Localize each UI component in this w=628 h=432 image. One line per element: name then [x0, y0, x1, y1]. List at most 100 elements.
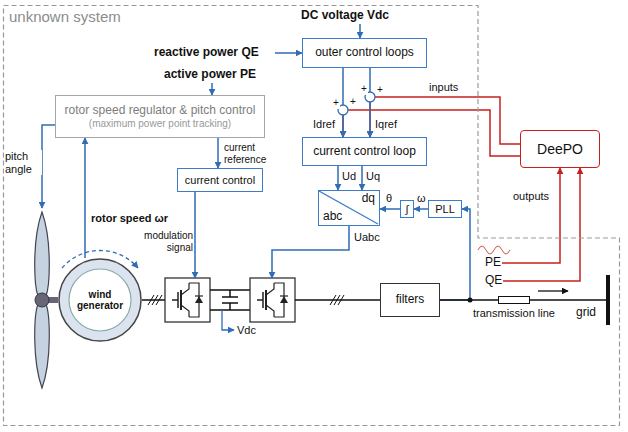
dc-link-wire [210, 290, 250, 310]
input-label: DC voltage Vdc [300, 9, 390, 23]
signal-arrow [380, 208, 400, 210]
signal-label: Vdc [236, 324, 257, 337]
converter-symbol [250, 278, 295, 322]
transistor-leads [266, 283, 284, 317]
tap-dot [468, 298, 473, 303]
input-label: reactive power QE [153, 46, 260, 60]
controller-block: DeePO [520, 130, 600, 168]
transistor-gate [172, 292, 178, 308]
signal-arrow [272, 226, 349, 278]
phase-marks [148, 295, 162, 305]
signal-arrow [342, 68, 344, 137]
pll-block: PLL [428, 200, 462, 218]
sign-label: + [349, 96, 357, 108]
input-arrow [275, 52, 302, 54]
signal-arrow [440, 209, 470, 300]
diode-bar [195, 295, 203, 296]
signal-label: pitch angle [4, 150, 42, 175]
input-arrow [359, 24, 361, 38]
transistor-gate [257, 292, 263, 308]
node-label: outer control loops [315, 46, 414, 60]
line-symbol: transmission line [473, 296, 555, 320]
signal-arrow [194, 192, 196, 278]
node-label: rotor speed regulator & pitch control [65, 104, 256, 118]
phase-marks [330, 295, 344, 305]
output-label: QE [484, 274, 503, 288]
region-title: unknown system [9, 8, 121, 25]
regulator-block: rotor speed regulator & pitch control(ma… [55, 95, 265, 138]
power-wire [142, 299, 165, 301]
node-label: PLL [435, 203, 455, 216]
signal-label: Iqref [374, 118, 398, 131]
output-arrow [502, 168, 560, 263]
generator-text-area: wind generator [58, 258, 142, 342]
rotor-disc [69, 269, 131, 331]
signal-label: rotor speed ωr [90, 212, 169, 225]
input-label: active power PE [163, 68, 257, 82]
transform-block: dq abc [318, 190, 380, 226]
transistor-channel [180, 290, 182, 310]
signal-label: current reference [223, 142, 285, 165]
signal-label: Uq [365, 170, 381, 183]
output-arrow [502, 168, 580, 281]
integrator-block: ∫ [400, 200, 414, 218]
control-block: outer control loops [302, 38, 427, 68]
measurement-arrow [222, 310, 234, 330]
filter-block: filters [380, 283, 440, 317]
signal-label: outputs [512, 190, 550, 203]
input-arrow [211, 83, 213, 95]
node-label: wind generator [72, 289, 128, 312]
signal-label: inputs [428, 81, 459, 94]
signal-label: Uabc [353, 231, 381, 244]
node-label: transmission line [473, 307, 555, 320]
power-flow-arrow [538, 290, 568, 291]
diode-symbol [195, 296, 203, 303]
transistor-channel [265, 290, 267, 310]
signal-label: θ [385, 192, 393, 205]
output-label: PE [484, 256, 502, 270]
node-label: DeePO [537, 141, 583, 157]
signal-arrow [84, 138, 86, 258]
dashed-boundary [4, 6, 620, 426]
turbine-hub [35, 293, 49, 307]
converter-box [165, 278, 210, 322]
signal-label: Ud [341, 170, 357, 183]
node-label: current control [185, 174, 255, 187]
capacitor-symbol [222, 290, 238, 310]
node-label: grid [576, 306, 596, 320]
diagonal-line [319, 191, 378, 224]
node-label: filters [396, 293, 425, 307]
line-impedance [498, 296, 530, 304]
node-label: ∫ [405, 203, 408, 216]
node-label: (maximum power point tracking) [89, 118, 231, 130]
signal-label: modulation signal [134, 230, 194, 253]
signal-arrow [361, 166, 363, 190]
sign-label: + [360, 83, 368, 95]
signal-label: ω [416, 192, 427, 205]
measurement-wave [478, 246, 510, 254]
signal-arrow [337, 166, 339, 190]
grid-bar [606, 275, 610, 325]
diode-bar [280, 295, 288, 296]
converter-symbol [165, 278, 210, 322]
control-block: current control [177, 168, 263, 192]
stator-ring [59, 259, 141, 341]
signal-arrow [217, 138, 219, 168]
sign-label: + [332, 97, 340, 109]
grid-bus: grid [574, 275, 614, 325]
turbine-blade [35, 212, 50, 296]
node-label: abc [323, 210, 342, 224]
control-block: current control loop [302, 137, 427, 166]
node-label: dq [362, 192, 375, 206]
signal-label: Idref [312, 118, 336, 131]
turbine-blade [35, 304, 50, 388]
transistor-leads [181, 283, 199, 317]
node-label: current control loop [313, 145, 416, 159]
signal-arrow [414, 208, 428, 210]
power-line [530, 299, 606, 301]
generator-symbol: wind generator [58, 258, 142, 342]
sign-label: + [376, 84, 384, 96]
diode-symbol [280, 296, 288, 303]
converter-box [250, 278, 295, 322]
